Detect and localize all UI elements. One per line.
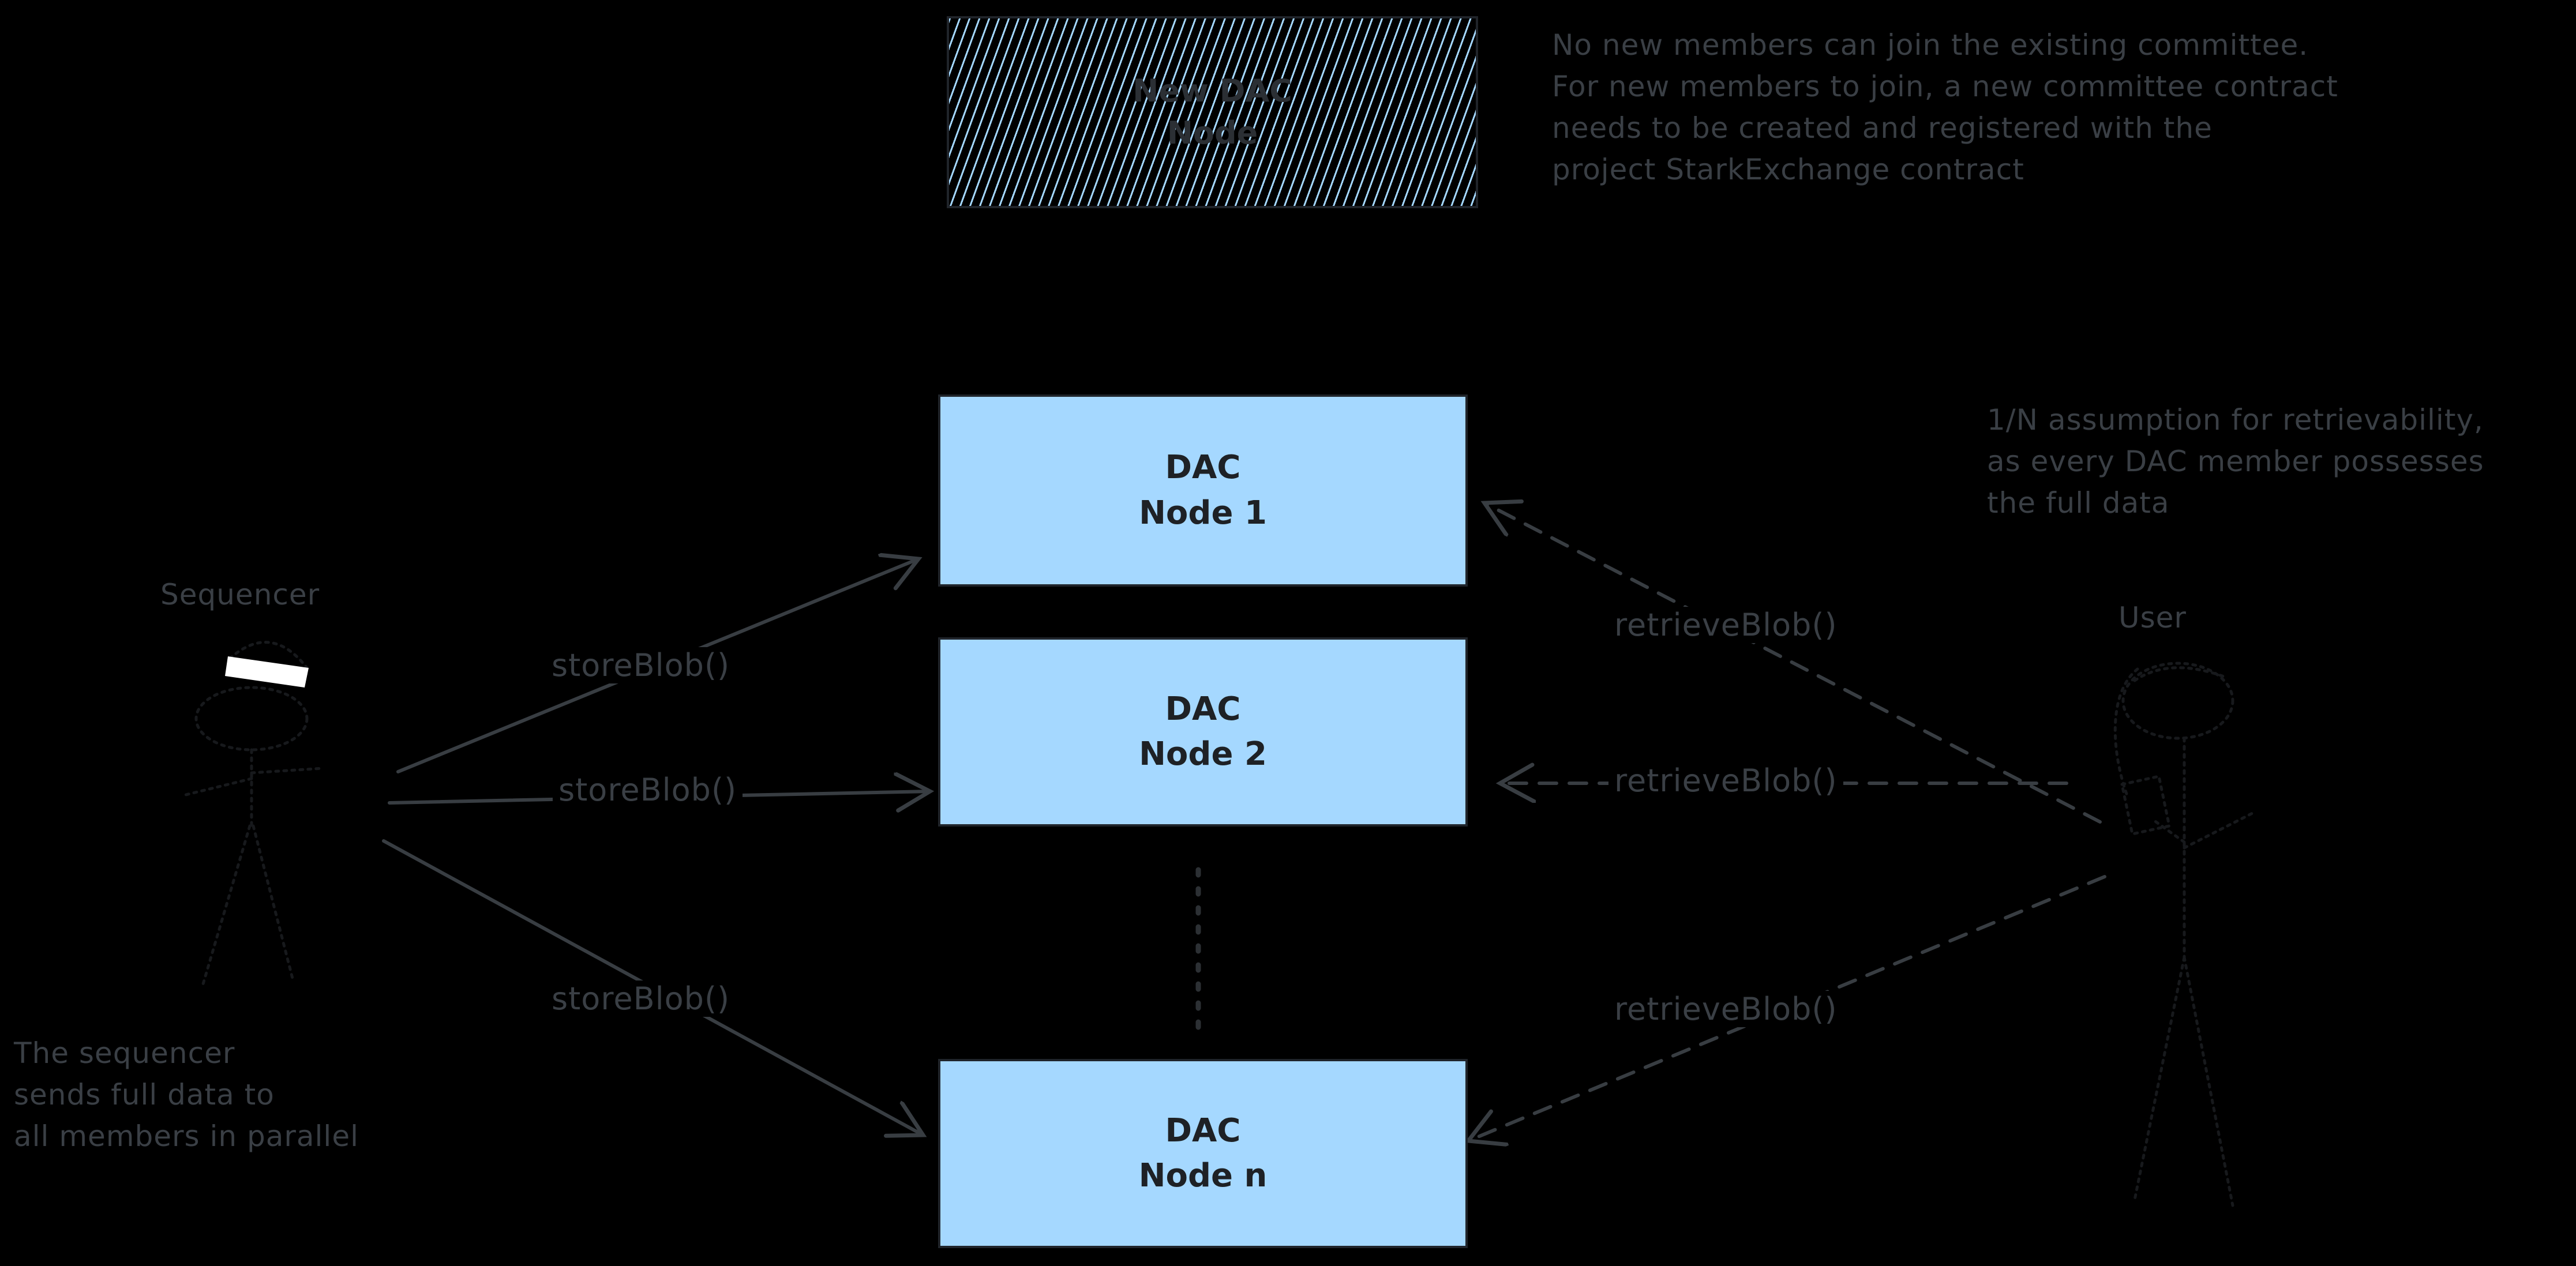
dac-node-2-box: DAC Node 2 bbox=[938, 637, 1468, 827]
store-blob-label-2: storeBlob() bbox=[553, 772, 743, 808]
store-blob-label-1: storeBlob() bbox=[546, 647, 736, 683]
sequencer-leg-right bbox=[252, 824, 295, 982]
user-arm-left bbox=[2150, 817, 2186, 844]
user-leg-left bbox=[2133, 956, 2186, 1201]
sequencer-arm-right bbox=[250, 767, 325, 775]
dac-node-2-label: DAC Node 2 bbox=[1139, 690, 1267, 773]
user-hair-top bbox=[2133, 666, 2229, 682]
user-hair bbox=[2113, 667, 2139, 799]
store-blob-label-3: storeBlob() bbox=[546, 981, 736, 1017]
user-leg-right bbox=[2183, 956, 2234, 1207]
new-dac-node-box: New DAC Node bbox=[947, 16, 1478, 208]
dac-node-1-label: DAC Node 1 bbox=[1139, 449, 1267, 532]
user-phone bbox=[2120, 775, 2171, 836]
note-one-of-n-assumption: 1/N assumption for retrievability, as ev… bbox=[1987, 403, 2484, 520]
sequencer-leg-left bbox=[201, 824, 252, 986]
new-dac-node-label: New DAC Node bbox=[1133, 72, 1292, 151]
note-sequencer-parallel: The sequencer sends full data to all mem… bbox=[14, 1036, 359, 1153]
sequencer-arm-left bbox=[184, 777, 253, 797]
sequencer-hat-dome bbox=[228, 641, 309, 670]
user-head bbox=[2121, 662, 2234, 740]
user-label: User bbox=[2118, 601, 2187, 634]
retrieve-arrow-node1 bbox=[1484, 503, 2102, 824]
sequencer-head bbox=[194, 686, 309, 752]
retrieve-blob-label-3: retrieveBlob() bbox=[1608, 991, 1843, 1027]
dac-node-n-box: DAC Node n bbox=[938, 1059, 1468, 1248]
note-committee-membership: No new members can join the existing com… bbox=[1552, 28, 2338, 186]
dac-node-1-box: DAC Node 1 bbox=[938, 395, 1468, 587]
user-figure bbox=[2113, 662, 2256, 1207]
user-arm-right bbox=[2183, 810, 2256, 850]
retrieve-blob-label-1: retrieveBlob() bbox=[1608, 607, 1843, 643]
retrieve-blob-label-2: retrieveBlob() bbox=[1608, 762, 1843, 799]
sequencer-hat-icon bbox=[225, 656, 309, 688]
sequencer-figure bbox=[184, 641, 325, 986]
sequencer-label: Sequencer bbox=[160, 578, 320, 611]
dac-node-n-label: DAC Node n bbox=[1138, 1111, 1268, 1194]
